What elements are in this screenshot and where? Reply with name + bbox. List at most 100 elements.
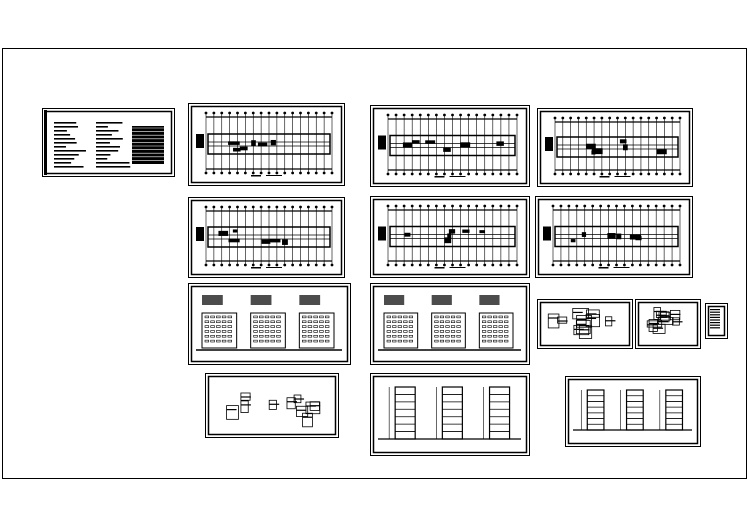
elevation-outline <box>431 312 466 349</box>
axis-bubble <box>426 204 430 208</box>
axis-bubble <box>426 263 430 267</box>
axis-bubble <box>451 263 454 267</box>
fixture <box>233 147 241 152</box>
axis-bubble <box>299 171 302 175</box>
axis-bubble <box>670 116 674 120</box>
drawing-title <box>434 176 445 178</box>
window <box>434 320 439 323</box>
window <box>259 335 264 338</box>
axis-bubble <box>259 205 263 209</box>
window <box>397 320 402 323</box>
axis-bubble <box>483 172 487 176</box>
fixture <box>607 233 616 239</box>
axis-bubble <box>418 113 422 117</box>
window <box>324 320 330 323</box>
axis-bubble <box>569 172 573 176</box>
window <box>210 335 215 338</box>
axis-bubble <box>204 205 208 209</box>
sheet-border <box>370 105 530 187</box>
window <box>434 335 439 338</box>
axis-bubble <box>236 205 239 209</box>
axis-bubble <box>515 263 519 267</box>
axis-bubble <box>600 116 604 120</box>
axis-bubble <box>243 263 247 267</box>
building-outline <box>554 225 679 248</box>
axis-bubble <box>670 172 674 176</box>
fixture <box>232 229 238 233</box>
window <box>276 335 281 338</box>
window <box>403 325 408 328</box>
window <box>392 315 397 319</box>
drawing-sheet-5 <box>188 197 345 278</box>
fixture <box>228 141 240 145</box>
axis-bubble <box>623 263 626 267</box>
axis-bubble <box>402 113 406 117</box>
spec-text-line <box>54 126 79 128</box>
axis-bubble <box>623 172 627 176</box>
note-line <box>710 309 720 311</box>
window <box>498 315 503 319</box>
note-line <box>710 314 720 316</box>
window <box>498 339 503 343</box>
window <box>259 330 264 333</box>
detail-drawing <box>646 320 663 328</box>
axis-bubble <box>330 171 334 175</box>
fixture <box>257 142 268 147</box>
fixture <box>404 232 411 237</box>
model-space-frame <box>2 48 747 479</box>
axis-bubble <box>507 263 511 267</box>
window <box>210 315 215 319</box>
axis-bubble <box>584 116 588 120</box>
window <box>210 320 215 323</box>
legend-block <box>378 226 386 241</box>
axis-bubble <box>599 263 603 267</box>
axis-bubble <box>507 113 511 117</box>
window <box>270 330 275 333</box>
axis-bubble <box>483 113 487 117</box>
window <box>498 325 503 328</box>
axis-bubble <box>662 263 666 267</box>
axis-bubble <box>491 263 495 267</box>
detail-drawing <box>296 405 309 417</box>
axis-bubble <box>204 171 208 175</box>
window <box>408 339 413 343</box>
axis-bubble <box>314 205 318 209</box>
window <box>264 339 270 343</box>
fixture <box>269 238 281 243</box>
axis-bubble <box>283 263 287 267</box>
window <box>216 315 221 319</box>
axis-bubble <box>451 113 454 117</box>
window <box>386 339 391 343</box>
fixture <box>402 142 413 148</box>
fixture <box>251 140 256 146</box>
sheet-border <box>565 376 701 447</box>
axis-bubble <box>212 111 216 115</box>
window <box>403 339 408 343</box>
window <box>504 325 509 328</box>
axis-bubble <box>443 263 446 267</box>
axis-bubble <box>410 172 414 176</box>
axis-bubble <box>592 172 596 176</box>
axis-bubble <box>591 204 595 208</box>
axis-bubble <box>507 172 511 176</box>
window <box>397 330 402 333</box>
window <box>482 335 487 338</box>
fixture <box>228 238 240 243</box>
axis-bubble <box>553 116 557 120</box>
window <box>482 315 487 319</box>
note-line <box>710 316 720 318</box>
window <box>397 339 402 343</box>
window <box>445 330 450 333</box>
axis-bubble <box>267 171 271 175</box>
elevation-outline <box>298 312 335 349</box>
axis-bubble <box>291 205 295 209</box>
drawing-title <box>251 267 261 269</box>
window <box>302 335 307 338</box>
axis-bubble <box>402 263 406 267</box>
note-line <box>710 311 720 313</box>
window <box>227 330 232 333</box>
window <box>386 320 391 323</box>
window <box>221 315 227 319</box>
drawing-sheet-15 <box>565 376 701 447</box>
window <box>221 335 227 338</box>
